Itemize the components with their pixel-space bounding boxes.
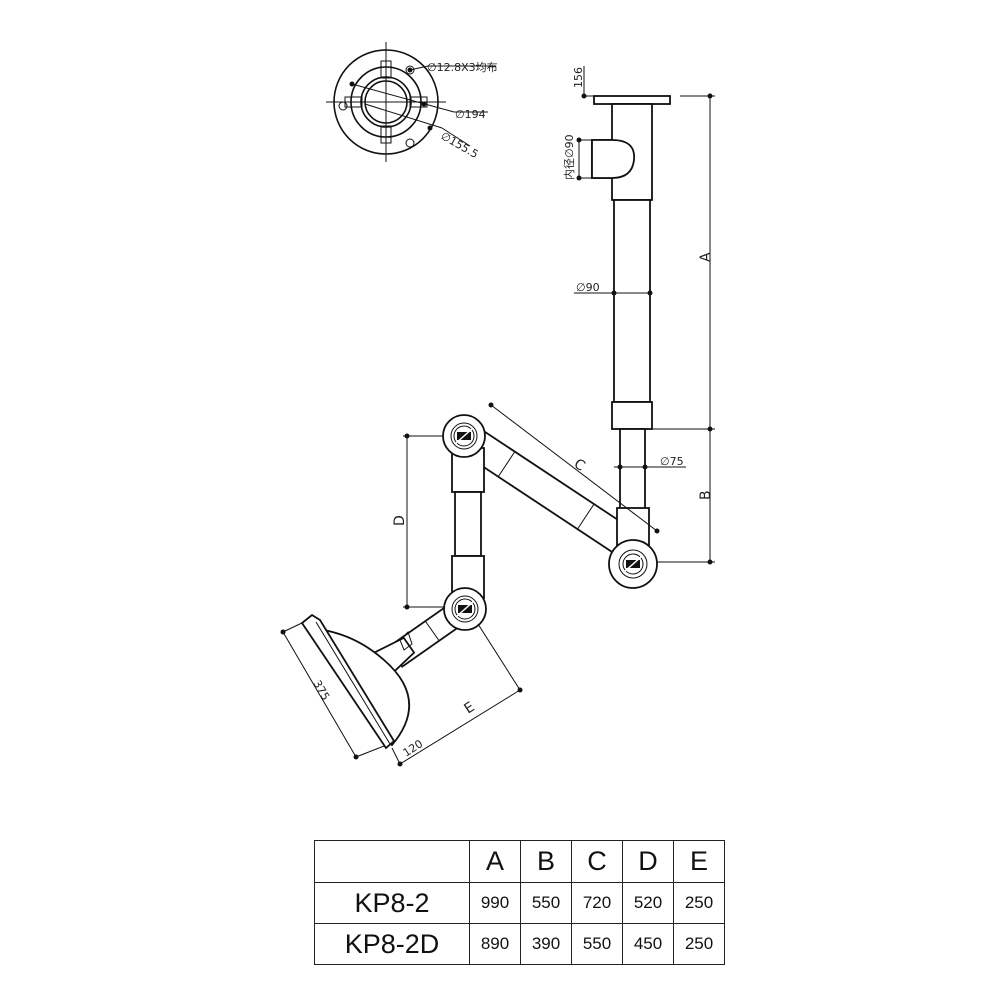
value-c: 720 [571, 882, 623, 924]
flange-bolt-circle: ∅155.5 [439, 129, 481, 161]
dimension-e-label: E [461, 699, 477, 717]
flange-top-view: ∅12.8X3均布 ∅194 ∅155.5 [326, 42, 498, 162]
table-header-b: B [520, 840, 572, 883]
table-header-d: D [622, 840, 674, 883]
value-b: 550 [520, 882, 572, 924]
value-d: 450 [622, 923, 674, 965]
value-c: 550 [571, 923, 623, 965]
table-header-row: A B C D E [314, 840, 725, 883]
value-b: 390 [520, 923, 572, 965]
dimension-lines [280, 66, 715, 767]
value-e: 250 [673, 882, 725, 924]
table-corner [314, 840, 470, 883]
joint-upper-left [442, 414, 486, 458]
model-name: KP8-2 [314, 882, 470, 924]
value-a: 990 [469, 882, 521, 924]
table-row: KP8-2 990 550 720 520 250 [314, 882, 725, 924]
table-header-a: A [469, 840, 521, 883]
dimension-c-label: C [571, 456, 588, 475]
table-row: KP8-2D 890 390 550 450 250 [314, 923, 725, 965]
joint-lower-left [443, 587, 487, 631]
flange-outer-diameter: ∅194 [455, 108, 486, 121]
dimension-a-label: A [698, 252, 714, 262]
value-e: 250 [673, 923, 725, 965]
lower-tube-diameter-label: ∅75 [660, 455, 684, 468]
technical-drawing: ∅12.8X3均布 ∅194 ∅155.5 [280, 42, 715, 767]
top-height-label: 156 [572, 67, 585, 88]
upper-mount [591, 95, 671, 430]
table-header-c: C [571, 840, 623, 883]
value-a: 890 [469, 923, 521, 965]
inner-diameter-label: 内径∅90 [562, 134, 576, 180]
flange-hole-callout: ∅12.8X3均布 [427, 61, 498, 74]
table-header-e: E [673, 840, 725, 883]
dimension-b-label: B [698, 490, 714, 500]
spec-table: A B C D E KP8-2 990 550 720 520 250 KP8-… [314, 840, 725, 965]
joint-right [608, 539, 658, 589]
upper-tube-diameter-label: ∅90 [576, 281, 600, 294]
arm-segment-d [451, 447, 485, 599]
hood-width-label: 375 [310, 678, 332, 703]
lower-vertical-tube [619, 428, 646, 512]
dimension-d-label: D [392, 515, 408, 526]
value-d: 520 [622, 882, 674, 924]
model-name: KP8-2D [314, 923, 470, 965]
connector-icon [399, 631, 413, 651]
